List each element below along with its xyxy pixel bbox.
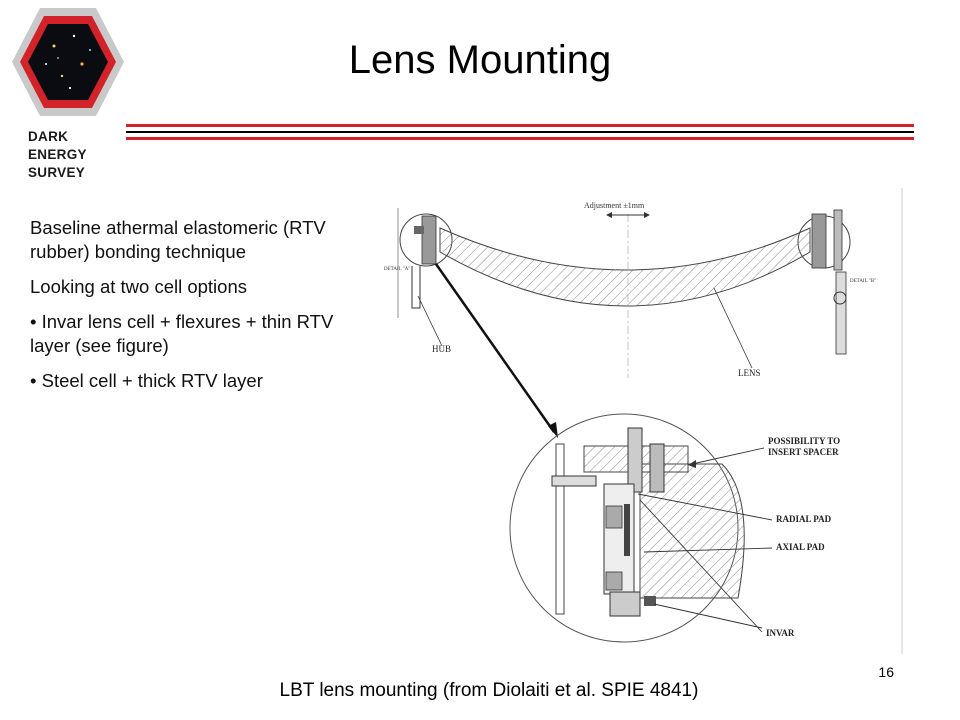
spacer-label-line-1: POSSIBILITY TO [768,436,840,446]
spacer-label-line-2: INSERT SPACER [768,447,839,457]
header-rule-black [126,131,914,133]
adjustment-label: Adjustment ±1mm [584,201,645,210]
axial-pad-label: AXIAL PAD [776,542,825,552]
logo-wordmark: DARK ENERGY SURVEY [28,128,128,182]
lens-shape [439,227,811,307]
header-rule-red-bottom [126,137,914,140]
lens-mount-drawing: DETAIL "A" DETAIL "B" Adjustment ±1mm HU… [384,188,903,654]
bullet-list: Baseline athermal elastomeric (RTV rubbe… [30,216,375,404]
radial-pad-label: RADIAL PAD [776,514,832,524]
hub-label: HUB [432,344,451,354]
hexagon-galaxy-icon [12,8,124,116]
zoomed-detail [509,413,745,643]
callout-possibility: POSSIBILITY TO INSERT SPACER [688,436,840,468]
bullet-item: • Steel cell + thick RTV layer [30,370,263,391]
logo-line-2: SURVEY [28,165,86,180]
logo-line-1: DARK ENERGY [28,129,87,162]
lens-label: LENS [738,368,761,378]
detail-b-circle [797,209,851,271]
slide-title: Lens Mounting [348,38,612,82]
detail-a-label: DETAIL "A" [384,267,410,272]
detail-b-label: DETAIL "B" [850,279,876,284]
header-rule-red-top [126,124,914,127]
bullet-item: Looking at two cell options [30,276,247,297]
callout-radial-pad: RADIAL PAD [637,493,832,524]
bullet-item: Baseline athermal elastomeric (RTV rubbe… [30,217,326,262]
invar-label: INVAR [766,628,795,638]
page-number: 16 [878,664,894,680]
figure-caption: LBT lens mounting (from Diolaiti et al. … [279,680,699,701]
detail-a-circle [399,213,453,267]
callout-axial-pad: AXIAL PAD [643,542,825,553]
bullet-item: • Invar lens cell + flexures + thin RTV … [30,311,334,356]
des-logo: DARK ENERGY SURVEY [8,6,128,180]
callout-invar: INVAR [639,499,795,638]
